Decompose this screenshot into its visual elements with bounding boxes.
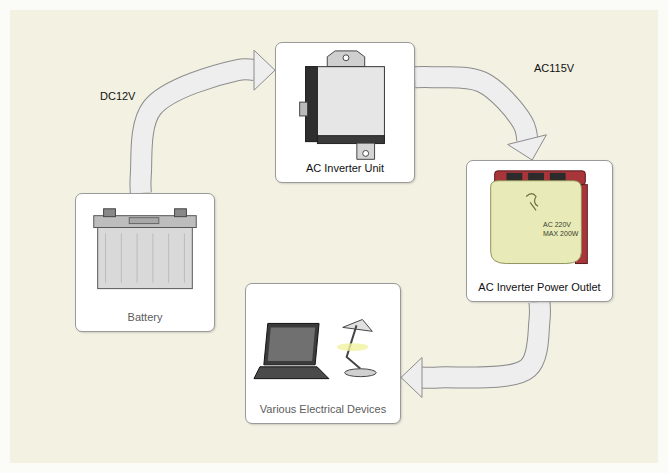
component-illustration bbox=[76, 194, 214, 331]
arrow-head bbox=[254, 50, 275, 90]
arrow-outline bbox=[421, 302, 540, 378]
component-box: AC Inverter Unit bbox=[275, 42, 415, 183]
component-label: AC Inverter Power Outlet bbox=[467, 281, 612, 293]
component-illustration bbox=[467, 161, 612, 301]
component-box: AC Inverter Power Outlet AC 220V MAX 200W bbox=[466, 160, 613, 302]
component-label: Various Electrical Devices bbox=[246, 403, 400, 415]
component-label: Battery bbox=[76, 311, 214, 323]
arrow-outline bbox=[415, 77, 527, 141]
arrow-head bbox=[401, 357, 422, 397]
arrow-head bbox=[508, 135, 547, 160]
voltage-label: DC12V bbox=[98, 90, 137, 102]
outlet-rating: AC 220V bbox=[543, 221, 571, 228]
component-illustration bbox=[276, 43, 414, 182]
arrow-outline bbox=[141, 69, 255, 193]
component-illustration bbox=[246, 284, 400, 423]
arrow-body bbox=[415, 77, 527, 141]
component-label: AC Inverter Unit bbox=[276, 162, 414, 174]
voltage-label: AC115V bbox=[532, 62, 576, 74]
flow-arrow bbox=[415, 77, 546, 160]
arrow-body bbox=[421, 302, 540, 378]
component-box: Various Electrical Devices bbox=[245, 283, 401, 424]
flow-arrow bbox=[141, 50, 275, 193]
flow-arrow bbox=[401, 302, 540, 397]
component-box: Battery bbox=[75, 193, 215, 332]
arrow-body bbox=[141, 69, 255, 193]
outlet-rating: MAX 200W bbox=[543, 230, 578, 237]
